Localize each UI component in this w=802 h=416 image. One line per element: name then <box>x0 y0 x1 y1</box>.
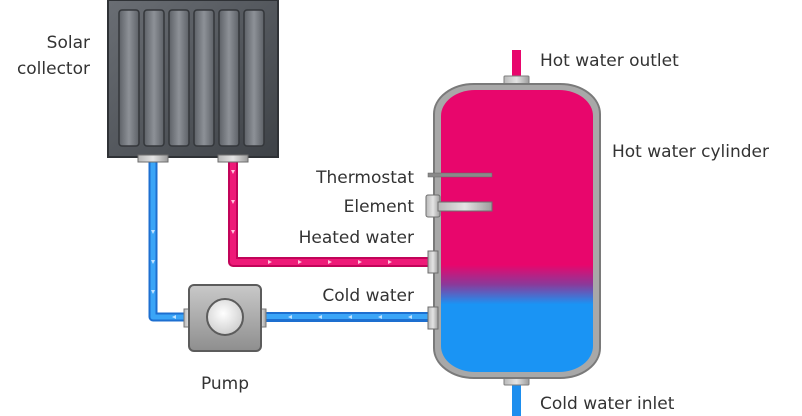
cold-pipe-loop <box>148 160 432 322</box>
label-heated-water: Heated water <box>299 228 414 248</box>
label-element: Element <box>344 197 415 217</box>
hot-water-cylinder <box>433 83 601 379</box>
label-solar-collector-2: collector <box>17 59 90 79</box>
label-hot-water-cylinder: Hot water cylinder <box>612 142 769 162</box>
hot-flow-arrows <box>231 170 392 264</box>
heating-element <box>425 194 493 218</box>
pump <box>183 284 267 352</box>
solar-collector <box>107 0 279 163</box>
hot-pipe <box>228 160 432 267</box>
cylinder-fittings <box>427 250 439 330</box>
label-cold-water-inlet: Cold water inlet <box>540 394 675 414</box>
thermostat <box>427 172 493 178</box>
label-hot-water-outlet: Hot water outlet <box>540 51 679 71</box>
label-thermostat: Thermostat <box>315 168 414 188</box>
label-pump: Pump <box>201 374 249 394</box>
hot-outlet-pipe <box>503 50 530 86</box>
cold-flow-arrows <box>151 230 412 319</box>
label-solar-collector-1: Solar <box>47 33 90 53</box>
label-cold-water: Cold water <box>322 286 414 306</box>
cold-inlet-pipe <box>503 375 530 416</box>
